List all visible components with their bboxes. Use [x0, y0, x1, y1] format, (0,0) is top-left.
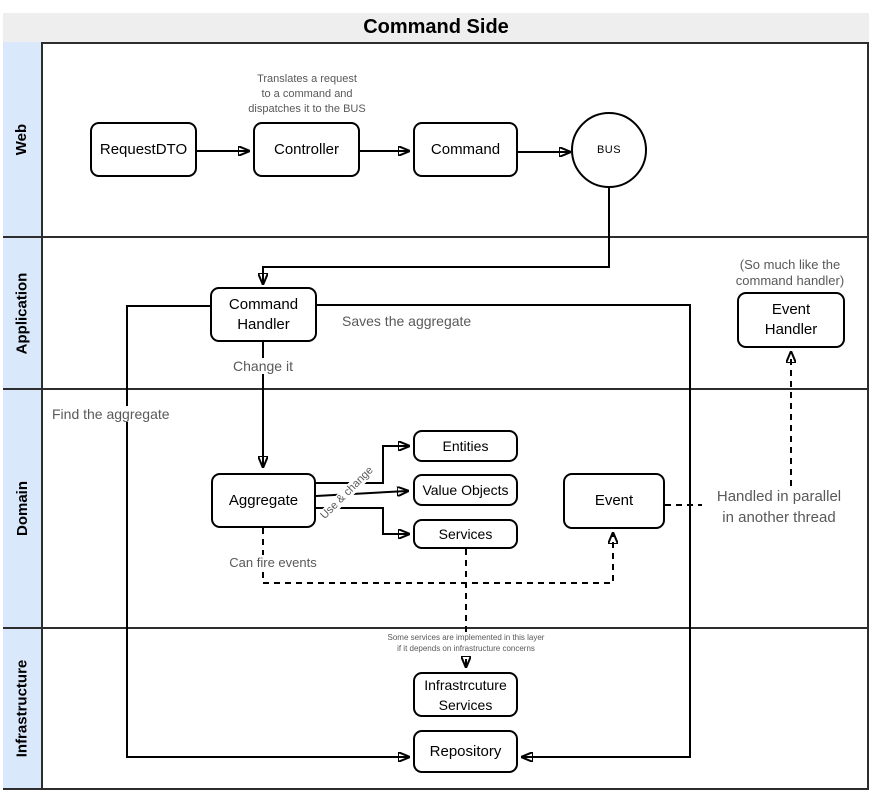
note-infrastructure-services: Some services are implemented in this la…: [376, 632, 556, 654]
node-value-objects: Value Objects: [413, 474, 518, 506]
pool-title: Command Side: [3, 13, 869, 44]
node-entities-label: Entities: [442, 438, 489, 454]
node-command-handler-label: Command Handler: [228, 295, 299, 333]
lane-label-domain: Domain: [3, 390, 43, 627]
node-command-label: Command: [430, 140, 501, 158]
node-aggregate: Aggregate: [211, 473, 316, 528]
node-request-dto-label: RequestDTO: [99, 140, 188, 158]
note-change-it: Change it: [213, 358, 313, 374]
node-event-label: Event: [594, 492, 634, 509]
note-saves-aggregate: Saves the aggregate: [342, 313, 472, 329]
node-repository-label: Repository: [429, 742, 502, 760]
lane-label-application: Application: [3, 238, 43, 388]
node-event-handler: Event Handler: [737, 292, 845, 348]
note-can-fire-events: Can fire events: [227, 555, 319, 570]
note-find-aggregate: Find the aggregate: [52, 406, 170, 422]
note-controller: Translates a request to a command and di…: [248, 73, 366, 115]
lane-divider-application-domain: [3, 388, 869, 390]
lane-label-infrastructure: Infrastructure: [3, 629, 43, 788]
note-handled-parallel: Handled in parallel in another thread: [716, 488, 842, 526]
lane-infrastructure-text: Infrastructure: [13, 659, 31, 758]
node-infrastructure-services: Infrastrcuture Services: [413, 672, 518, 717]
lane-web-text: Web: [13, 123, 31, 155]
lane-domain-text: Domain: [13, 480, 31, 537]
lane-divider-web-application: [3, 236, 869, 238]
node-aggregate-label: Aggregate: [228, 491, 299, 509]
node-repository: Repository: [413, 730, 518, 773]
note-event-handler: (So much like the command handler): [735, 257, 845, 288]
node-bus: BUS: [571, 112, 647, 188]
node-event: Event: [563, 473, 665, 529]
node-services-label: Services: [438, 526, 493, 542]
node-request-dto: RequestDTO: [90, 122, 197, 177]
node-command: Command: [413, 122, 518, 177]
node-value-objects-label: Value Objects: [422, 482, 509, 498]
lane-application-text: Application: [13, 272, 31, 354]
node-event-handler-label: Event Handler: [764, 301, 818, 338]
node-infrastructure-services-label: Infrastrcuture Services: [424, 676, 507, 713]
node-entities: Entities: [413, 430, 518, 462]
lane-divider-domain-infrastructure: [3, 627, 869, 629]
node-services: Services: [413, 519, 518, 549]
node-controller: Controller: [253, 122, 360, 177]
node-controller-label: Controller: [273, 140, 340, 158]
node-command-handler: Command Handler: [210, 287, 317, 342]
node-bus-label: BUS: [596, 144, 622, 156]
lane-label-web: Web: [3, 42, 43, 236]
